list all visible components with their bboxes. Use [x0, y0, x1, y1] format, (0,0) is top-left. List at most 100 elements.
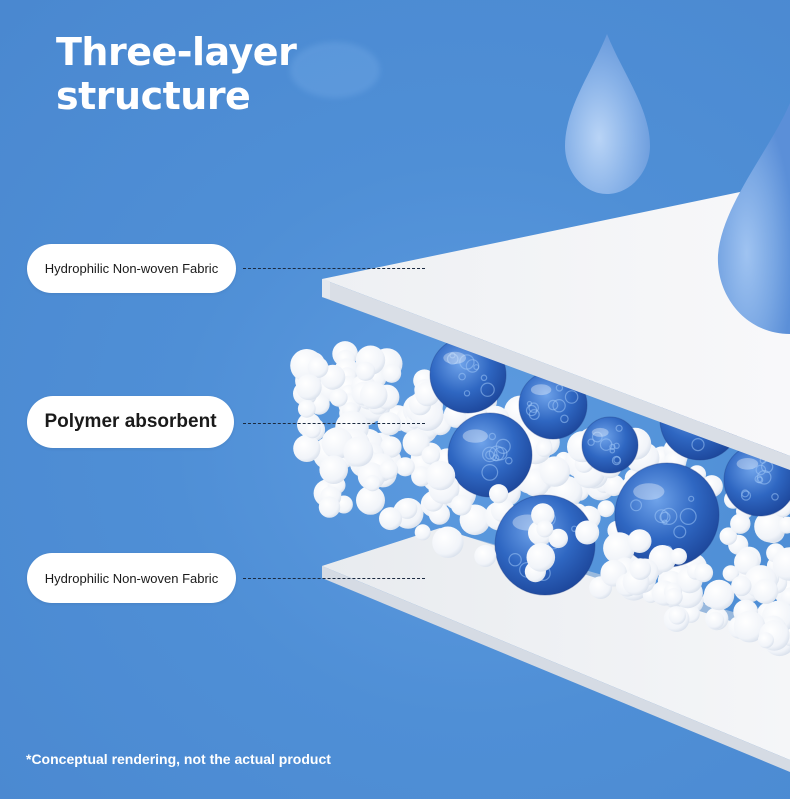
polymer-bubble [691, 438, 705, 452]
polymer-highlight [633, 483, 665, 500]
polymer-highlight [736, 458, 759, 470]
absorbent-bead [414, 524, 431, 541]
polymer-bubble [485, 450, 495, 460]
label-bottom-fabric: Hydrophilic Non-woven Fabric [27, 553, 236, 603]
absorbent-bead [411, 466, 432, 487]
absorbent-bead [703, 579, 735, 611]
polymer-bubble [756, 476, 764, 484]
polymer-bubble [458, 372, 466, 381]
absorbent-bead [603, 532, 635, 564]
absorbent-bead [425, 460, 456, 491]
absorbent-bead [382, 363, 402, 383]
connector-line-top [243, 268, 425, 269]
polymer-bubble [587, 438, 595, 446]
polymer-bubble [547, 399, 559, 411]
connector-line-middle [243, 423, 425, 424]
absorbent-bead [706, 611, 725, 630]
polymer-bubble [481, 464, 499, 481]
background-blur-blob [290, 42, 380, 98]
page-title: Three-layer structure [56, 30, 297, 118]
polymer-bubble [446, 353, 459, 365]
polymer-bubble [465, 359, 480, 373]
polymer-bubble [564, 390, 579, 404]
absorbent-bead [380, 436, 402, 458]
absorbent-bead [397, 498, 418, 519]
polymer-bubble [615, 424, 623, 432]
label-polymer-absorbent: Polymer absorbent [27, 396, 234, 448]
polymer-absorbent-layer [290, 336, 790, 657]
absorbent-bead [364, 475, 381, 492]
absorbent-bead [356, 361, 376, 381]
absorbent-bead [668, 607, 686, 625]
absorbent-bead [772, 547, 790, 581]
polymer-bubble [609, 447, 616, 454]
polymer-bubble [555, 384, 564, 392]
polymer-bubble [488, 432, 496, 441]
absorbent-bead [293, 434, 321, 462]
absorbent-bead [379, 460, 399, 480]
absorbent-bead [356, 485, 385, 515]
absorbent-bead [719, 527, 738, 545]
absorbent-bead [343, 436, 374, 467]
polymer-bubble [508, 553, 522, 567]
polymer-bubble [493, 446, 508, 461]
polymer-bubble [679, 508, 697, 526]
water-drop-icon [717, 103, 790, 334]
disclaimer-note: *Conceptual rendering, not the actual pr… [26, 751, 331, 767]
absorbent-bead [730, 513, 751, 534]
polymer-bubble [660, 507, 678, 526]
polymer-bubble [552, 399, 566, 413]
polymer-bubble [609, 443, 616, 450]
absorbent-bead [778, 516, 790, 534]
title-line-1: Three-layer [56, 30, 297, 74]
polymer-bubble [659, 511, 671, 523]
polymer-bubble [740, 490, 752, 501]
absorbent-bead [535, 440, 553, 457]
polymer-bubble [480, 382, 495, 397]
polymer-bubble [495, 438, 511, 454]
absorbent-bead [575, 520, 600, 545]
absorbent-bead [421, 445, 441, 465]
label-top-fabric: Hydrophilic Non-woven Fabric [27, 244, 236, 293]
polymer-highlight [462, 429, 488, 443]
polymer-bubble [591, 431, 603, 443]
polymer-bubble [504, 456, 513, 465]
polymer-bubble [673, 525, 687, 539]
polymer-bubble [528, 402, 539, 413]
bottom-fabric-sheet [322, 528, 790, 772]
water-drop-icon [565, 34, 650, 194]
absorbent-bead [359, 381, 388, 410]
absorbent-bead [757, 632, 774, 649]
polymer-bubble [756, 469, 772, 485]
absorbent-bead [694, 563, 714, 583]
absorbent-bead [536, 520, 554, 538]
absorbent-bead [474, 544, 497, 567]
polymer-highlight [443, 351, 467, 364]
absorbent-bead [318, 496, 341, 518]
polymer-bubble [560, 414, 569, 424]
absorbent-bead [432, 526, 464, 558]
polymer-bubble [630, 499, 643, 512]
absorbent-bead [379, 507, 402, 531]
absorbent-bead [603, 474, 625, 497]
polymer-highlight [530, 384, 552, 396]
connector-line-bottom [243, 578, 425, 579]
absorbent-bead [304, 421, 321, 439]
polymer-bubble [463, 390, 471, 397]
polymer-bubble [599, 438, 613, 451]
polymer-highlight [591, 427, 609, 437]
absorbent-bead [731, 575, 752, 597]
polymer-bubble [613, 442, 620, 449]
absorbent-bead [753, 578, 779, 604]
absorbent-bead [539, 456, 570, 487]
absorbent-bead [450, 494, 472, 516]
absorbent-bead [722, 565, 739, 582]
absorbent-bead [395, 457, 415, 477]
absorbent-bead [531, 503, 555, 527]
absorbent-bead [297, 399, 316, 418]
polymer-bubble [525, 404, 538, 417]
polymer-bubble [654, 509, 669, 524]
polymer-bubble [754, 475, 763, 484]
label-bottom-fabric-text: Hydrophilic Non-woven Fabric [44, 570, 219, 586]
